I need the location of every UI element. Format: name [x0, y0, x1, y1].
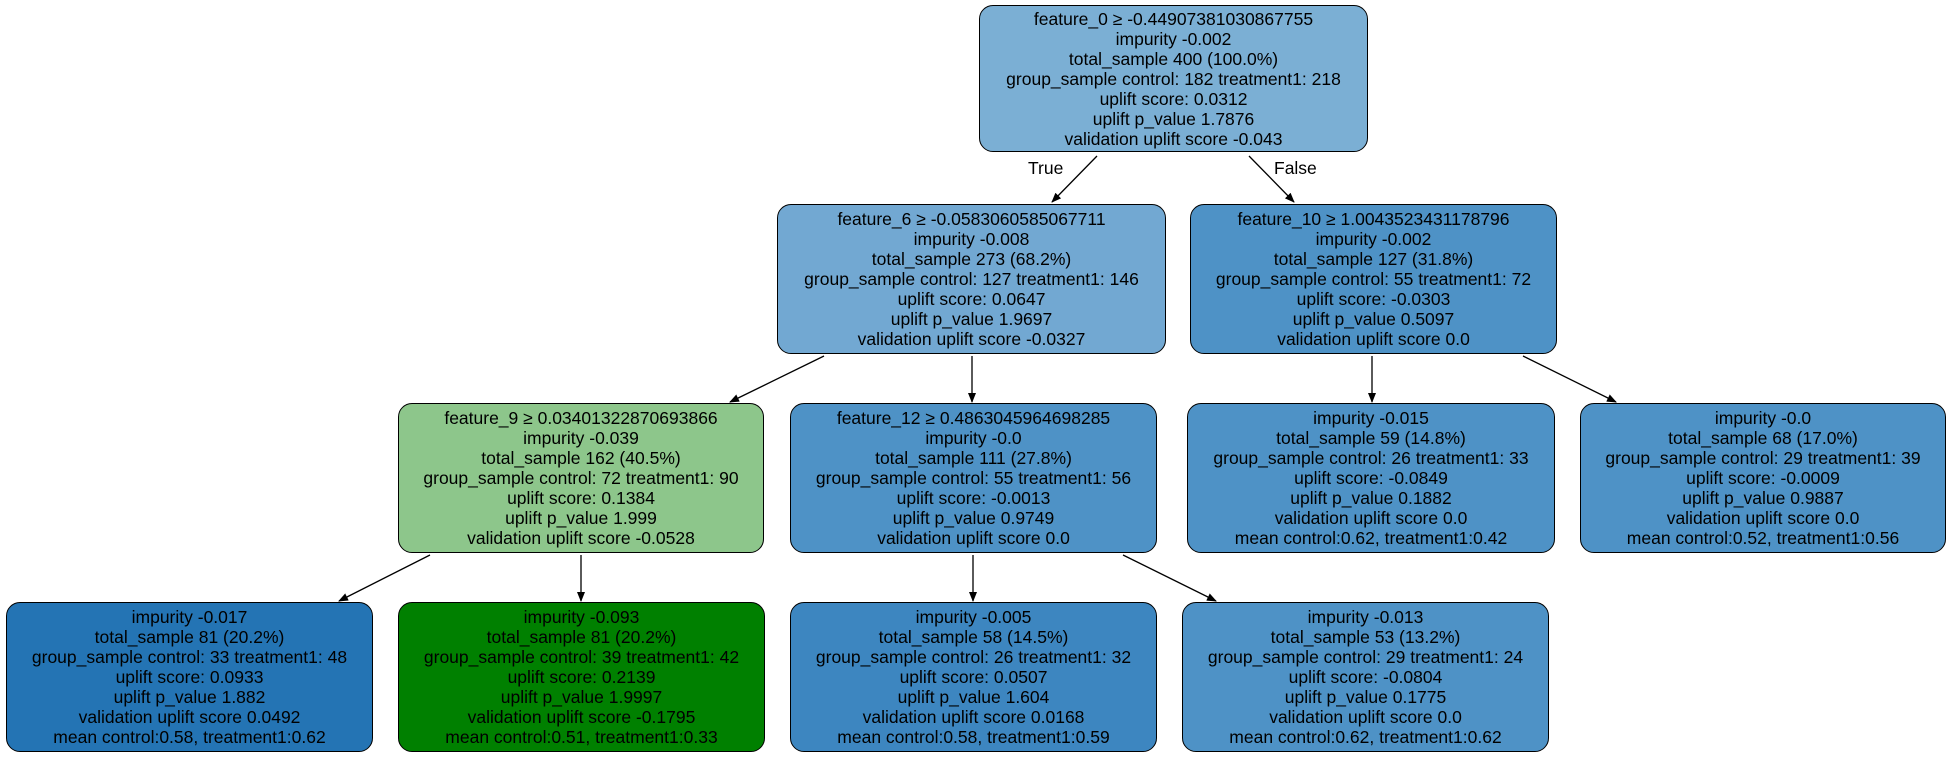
node-validation-uplift-score: validation uplift score 0.0168	[862, 707, 1085, 727]
node-validation-uplift-score: validation uplift score 0.0	[877, 528, 1070, 548]
node-uplift-score: uplift score: 0.1384	[507, 488, 655, 508]
node-mean-outcome: mean control:0.51, treatment1:0.33	[445, 727, 718, 747]
node-impurity: impurity -0.013	[1307, 607, 1424, 627]
node-split-condition: feature_9 ≥ 0.03401322870693866	[444, 408, 718, 428]
node-group-sample: group_sample control: 29 treatment1: 39	[1605, 448, 1921, 468]
node-validation-uplift-score: validation uplift score 0.0	[1277, 329, 1470, 349]
node-group-sample: group_sample control: 39 treatment1: 42	[423, 647, 740, 667]
node-uplift-score: uplift score: 0.0312	[1099, 88, 1248, 109]
tree-node-root: feature_0 ≥ -0.44907381030867755 impurit…	[979, 5, 1368, 152]
edge-n0-n1	[1051, 155, 1098, 203]
node-split-condition: feature_10 ≥ 1.0043523431178796	[1237, 209, 1510, 229]
node-uplift-score: uplift score: -0.0013	[896, 488, 1051, 508]
node-uplift-p-value: uplift p_value 1.9697	[890, 309, 1053, 329]
node-total-sample: total_sample 273 (68.2%)	[871, 249, 1072, 269]
node-uplift-p-value: uplift p_value 0.5097	[1292, 309, 1455, 329]
node-mean-outcome: mean control:0.62, treatment1:0.42	[1234, 528, 1508, 548]
node-mean-outcome: mean control:0.62, treatment1:0.62	[1229, 727, 1502, 747]
tree-leaf-node: impurity -0.015 total_sample 59 (14.8%) …	[1187, 403, 1555, 553]
node-uplift-score: uplift score: -0.0303	[1296, 289, 1451, 309]
node-uplift-score: uplift score: -0.0009	[1686, 468, 1840, 488]
tree-leaf-node: impurity -0.005 total_sample 58 (14.5%) …	[790, 602, 1157, 752]
node-validation-uplift-score: validation uplift score -0.043	[1064, 128, 1283, 149]
node-impurity: impurity -0.005	[915, 607, 1032, 627]
node-validation-uplift-score: validation uplift score -0.0327	[857, 329, 1086, 349]
tree-leaf-node: impurity -0.017 total_sample 81 (20.2%) …	[6, 602, 373, 752]
node-mean-outcome: mean control:0.52, treatment1:0.56	[1626, 528, 1900, 548]
edge-n2-n6	[1522, 355, 1617, 403]
node-group-sample: group_sample control: 33 treatment1: 48	[31, 647, 348, 667]
node-validation-uplift-score: validation uplift score 0.0	[1274, 508, 1468, 528]
node-uplift-p-value: uplift p_value 0.1882	[1290, 488, 1452, 508]
node-impurity: impurity -0.002	[1315, 229, 1432, 249]
node-split-condition: feature_6 ≥ -0.0583060585067711	[837, 209, 1106, 229]
tree-node-feature-6: feature_6 ≥ -0.0583060585067711 impurity…	[777, 204, 1166, 354]
node-total-sample: total_sample 53 (13.2%)	[1270, 627, 1461, 647]
node-uplift-score: uplift score: 0.2139	[507, 667, 656, 687]
node-total-sample: total_sample 81 (20.2%)	[486, 627, 677, 647]
node-mean-outcome: mean control:0.58, treatment1:0.59	[837, 727, 1110, 747]
node-uplift-p-value: uplift p_value 1.9997	[500, 687, 663, 707]
node-total-sample: total_sample 68 (17.0%)	[1668, 428, 1858, 448]
node-impurity: impurity -0.008	[913, 229, 1030, 249]
node-total-sample: total_sample 127 (31.8%)	[1273, 249, 1474, 269]
node-group-sample: group_sample control: 55 treatment1: 72	[1215, 269, 1532, 289]
edge-label-true: True	[1028, 158, 1064, 178]
node-impurity: impurity -0.0	[1714, 408, 1812, 428]
node-group-sample: group_sample control: 26 treatment1: 32	[815, 647, 1132, 667]
node-split-condition: feature_0 ≥ -0.44907381030867755	[1033, 8, 1314, 29]
node-total-sample: total_sample 58 (14.5%)	[878, 627, 1069, 647]
node-validation-uplift-score: validation uplift score 0.0	[1666, 508, 1860, 528]
tree-node-feature-12: feature_12 ≥ 0.4863045964698285 impurity…	[790, 403, 1157, 553]
node-uplift-p-value: uplift p_value 1.604	[897, 687, 1050, 707]
node-uplift-score: uplift score: 0.0647	[897, 289, 1046, 309]
tree-leaf-node: impurity -0.013 total_sample 53 (13.2%) …	[1182, 602, 1549, 752]
edge-n3-n7	[338, 554, 431, 602]
node-uplift-p-value: uplift p_value 1.999	[505, 508, 657, 528]
node-validation-uplift-score: validation uplift score -0.1795	[467, 707, 696, 727]
node-total-sample: total_sample 400 (100.0%)	[1068, 48, 1279, 69]
node-total-sample: total_sample 111 (27.8%)	[875, 448, 1072, 468]
node-impurity: impurity -0.039	[523, 428, 639, 448]
node-impurity: impurity -0.0	[925, 428, 1022, 448]
node-total-sample: total_sample 81 (20.2%)	[94, 627, 285, 647]
node-mean-outcome: mean control:0.58, treatment1:0.62	[53, 727, 326, 747]
node-uplift-score: uplift score: 0.0933	[115, 667, 264, 687]
node-uplift-score: uplift score: 0.0507	[899, 667, 1048, 687]
node-impurity: impurity -0.015	[1313, 408, 1429, 428]
node-uplift-p-value: uplift p_value 1.7876	[1092, 108, 1255, 129]
node-uplift-p-value: uplift p_value 1.882	[113, 687, 266, 707]
node-group-sample: group_sample control: 127 treatment1: 14…	[804, 269, 1139, 289]
node-validation-uplift-score: validation uplift score 0.0	[1269, 707, 1462, 727]
node-uplift-p-value: uplift p_value 0.9749	[892, 508, 1055, 528]
node-group-sample: group_sample control: 29 treatment1: 24	[1207, 647, 1524, 667]
node-impurity: impurity -0.002	[1115, 28, 1232, 49]
node-group-sample: group_sample control: 26 treatment1: 33	[1213, 448, 1529, 468]
tree-node-feature-10: feature_10 ≥ 1.0043523431178796 impurity…	[1190, 204, 1557, 354]
node-group-sample: group_sample control: 55 treatment1: 56	[815, 468, 1132, 488]
node-total-sample: total_sample 59 (14.8%)	[1276, 428, 1466, 448]
node-uplift-p-value: uplift p_value 0.9887	[1682, 488, 1844, 508]
node-uplift-score: uplift score: -0.0849	[1294, 468, 1448, 488]
node-validation-uplift-score: validation uplift score -0.0528	[467, 528, 695, 548]
node-group-sample: group_sample control: 72 treatment1: 90	[423, 468, 739, 488]
edge-n0-n2	[1248, 155, 1295, 203]
node-split-condition: feature_12 ≥ 0.4863045964698285	[836, 408, 1111, 428]
tree-node-feature-9: feature_9 ≥ 0.03401322870693866 impurity…	[398, 403, 764, 553]
node-group-sample: group_sample control: 182 treatment1: 21…	[1006, 68, 1341, 89]
edge-n1-n3	[729, 355, 825, 403]
node-impurity: impurity -0.017	[131, 607, 248, 627]
tree-leaf-node: impurity -0.093 total_sample 81 (20.2%) …	[398, 602, 765, 752]
node-impurity: impurity -0.093	[523, 607, 640, 627]
edge-label-false: False	[1274, 158, 1317, 178]
node-uplift-score: uplift score: -0.0804	[1288, 667, 1443, 687]
tree-leaf-node: impurity -0.0 total_sample 68 (17.0%) gr…	[1580, 403, 1946, 553]
node-uplift-p-value: uplift p_value 0.1775	[1284, 687, 1447, 707]
node-total-sample: total_sample 162 (40.5%)	[481, 448, 681, 468]
edge-n4-n10	[1122, 554, 1217, 602]
node-validation-uplift-score: validation uplift score 0.0492	[78, 707, 301, 727]
